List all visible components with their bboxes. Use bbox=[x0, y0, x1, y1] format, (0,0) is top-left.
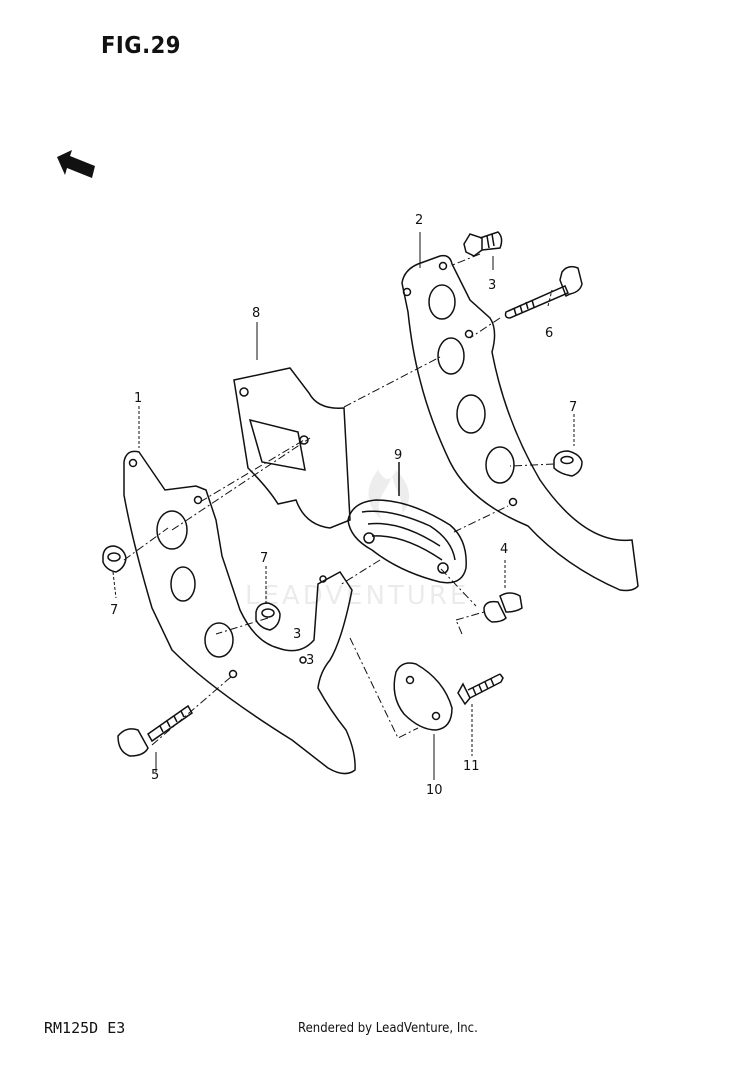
front-direction-arrow-icon bbox=[57, 150, 95, 178]
callout-8: 8 bbox=[252, 306, 260, 321]
part-8-bracket bbox=[233, 367, 351, 529]
part-9-damper bbox=[347, 499, 467, 584]
part-7-nut-center bbox=[255, 602, 281, 631]
callouts: 1 2 3 4 5 6 7 7 7 8 9 10 11 bbox=[110, 213, 577, 798]
leader-lines bbox=[112, 232, 575, 780]
svg-text:3: 3 bbox=[293, 627, 301, 642]
part-7-nut-left bbox=[102, 545, 127, 573]
plate-marks: 3 3 bbox=[293, 627, 314, 668]
part-4-bolt bbox=[483, 592, 523, 623]
part-1-left-plate bbox=[123, 450, 356, 775]
watermark: LEADVENTURE bbox=[245, 581, 469, 611]
callout-5: 5 bbox=[151, 768, 159, 783]
part-2-right-plate bbox=[401, 254, 639, 592]
part-11-screw bbox=[457, 673, 504, 706]
callout-6: 6 bbox=[545, 326, 553, 341]
model-code: RM125D E3 bbox=[44, 1019, 126, 1037]
render-credit: Rendered by LeadVenture, Inc. bbox=[298, 1021, 478, 1036]
assembly-lines bbox=[123, 253, 555, 746]
callout-4: 4 bbox=[500, 542, 508, 557]
callout-7-center: 7 bbox=[260, 551, 268, 566]
part-10-spacer bbox=[393, 662, 453, 731]
part-7-nut-right bbox=[553, 450, 583, 477]
callout-7-right: 7 bbox=[569, 400, 577, 415]
figure-title: FIG.29 bbox=[101, 33, 181, 59]
callout-11: 11 bbox=[463, 759, 480, 774]
callout-9: 9 bbox=[394, 448, 402, 463]
part-3-bolt bbox=[463, 231, 503, 257]
callout-1: 1 bbox=[134, 391, 142, 406]
part-5-long-bolt bbox=[117, 704, 193, 757]
callout-7-left: 7 bbox=[110, 603, 118, 618]
part-6-long-bolt bbox=[504, 265, 583, 319]
callout-10: 10 bbox=[426, 783, 443, 798]
callout-3: 3 bbox=[488, 278, 496, 293]
callout-2: 2 bbox=[415, 213, 423, 228]
svg-text:3: 3 bbox=[306, 653, 314, 668]
